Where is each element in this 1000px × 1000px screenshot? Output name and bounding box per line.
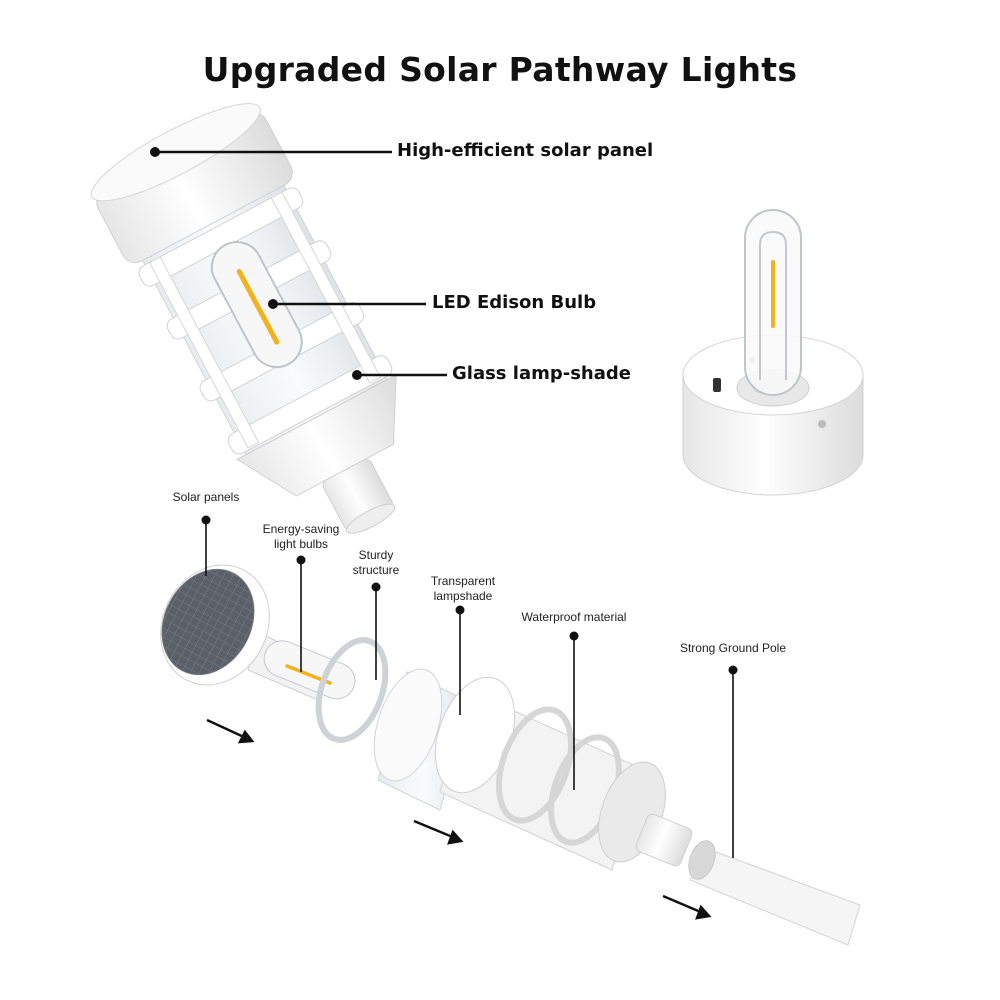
label-line: Sturdy: [358, 548, 394, 562]
callout-dot: [352, 370, 362, 380]
label-line: light bulbs: [273, 537, 329, 551]
label-line: structure: [352, 563, 400, 577]
callout-dot: [150, 147, 160, 157]
label-glass-shade: Glass lamp-shade: [452, 363, 631, 384]
callout-dot: [728, 665, 738, 675]
label-line: Energy-saving: [262, 522, 340, 536]
callout-dot: [268, 299, 278, 309]
callout-lines-top: [155, 150, 447, 377]
exploded-bulb: [263, 640, 356, 700]
sturdy-ring: [315, 637, 389, 743]
callout-dot: [569, 631, 579, 641]
callout-dot: [371, 582, 381, 592]
label-line: Transparent: [430, 574, 496, 588]
callout-lines-bottom: [205, 520, 734, 858]
label-led-bulb: LED Edison Bulb: [432, 292, 597, 313]
label-ground-pole: Strong Ground Pole: [679, 641, 787, 655]
label-waterproof-material: Waterproof material: [521, 610, 627, 624]
filament: [236, 268, 280, 345]
direction-arrows: [206, 718, 712, 920]
label-line: lampshade: [433, 589, 493, 603]
label-energy-saving-bulbs: Energy-saving light bulbs: [248, 522, 354, 552]
label-transparent-lampshade: Transparent lampshade: [418, 574, 508, 604]
label-solar-panel: High-efficient solar panel: [397, 140, 654, 161]
waterproof-housing: [434, 676, 693, 871]
callout-dot: [455, 605, 465, 615]
label-solar-panels: Solar panels: [172, 490, 240, 504]
label-sturdy-structure: Sturdy structure: [340, 548, 412, 578]
ground-pole: [688, 840, 861, 946]
switch: [713, 378, 721, 392]
callout-dot: [201, 515, 211, 525]
callout-dot: [296, 555, 306, 565]
bulb-base: [682, 209, 864, 496]
page-title: Upgraded Solar Pathway Lights: [202, 50, 798, 89]
